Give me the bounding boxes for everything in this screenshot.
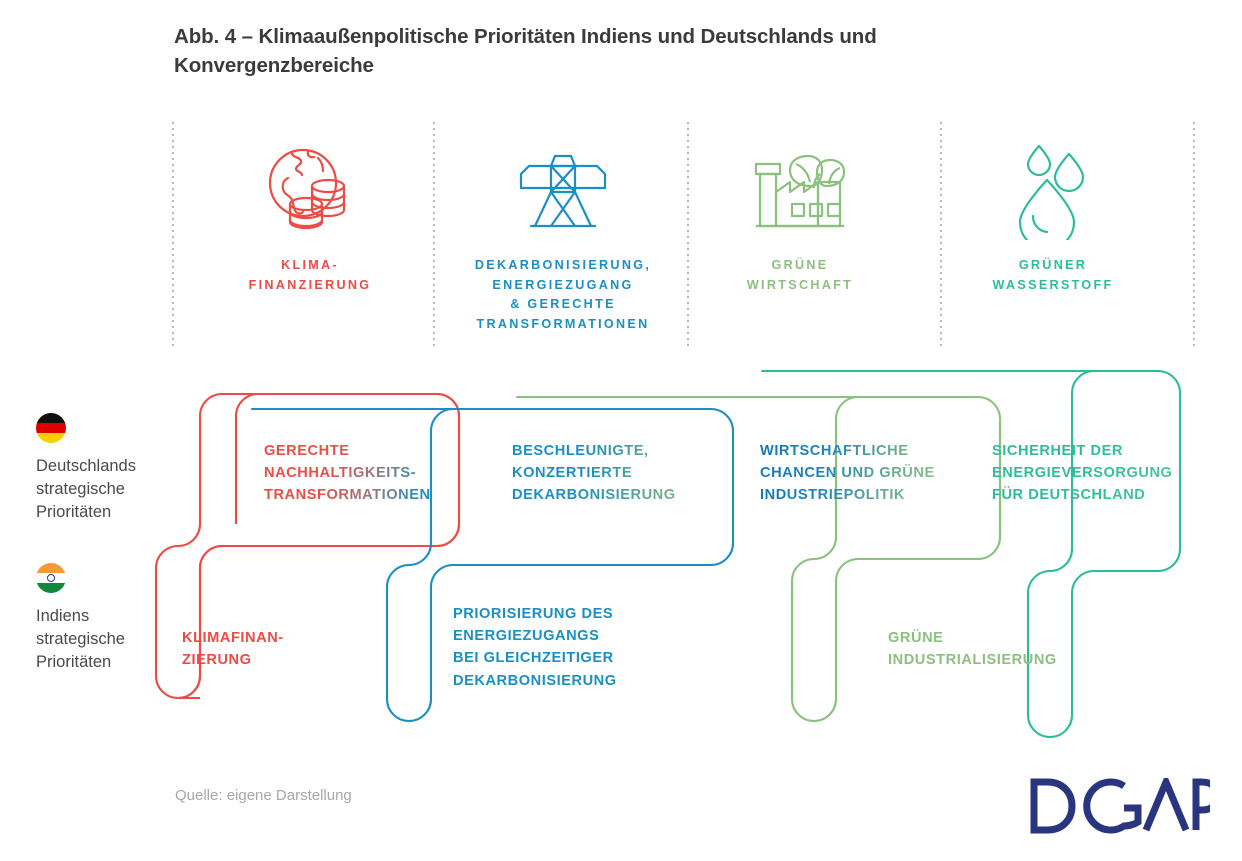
page-title: Abb. 4 – Klimaaußenpolitische Prioritäte… xyxy=(174,25,877,78)
water-drops-icon xyxy=(938,140,1168,240)
row-label-india: Indiens strategische Prioritäten xyxy=(36,563,186,673)
column-divider-3 xyxy=(687,122,689,349)
india-priority-1: KLIMAFINAN- ZIERUNG xyxy=(182,630,284,669)
power-pylon-icon xyxy=(448,140,678,240)
row-label-germany: Deutschlands strategische Prioritäten xyxy=(36,413,186,523)
germany-priority-3: WIRTSCHAFTLICHE CHANCEN UND GRÜNE INDUST… xyxy=(760,440,970,507)
column-divider-2 xyxy=(433,122,435,349)
column-caption: KLIMA- FINANZIERUNG xyxy=(248,258,372,292)
column-divider-4 xyxy=(940,122,942,349)
row-label-text: Indiens strategische Prioritäten xyxy=(36,607,125,671)
pod-outline-teal xyxy=(760,369,1182,739)
column-divider-5 xyxy=(1193,122,1195,349)
source-note: Quelle: eigene Darstellung xyxy=(175,787,352,804)
germany-flag-icon xyxy=(36,413,66,443)
germany-priority-1: GERECHTE NACHHALTIGKEITS- TRANSFORMATION… xyxy=(264,440,464,507)
globe-coins-icon xyxy=(195,140,425,240)
germany-priority-2: BESCHLEUNIGTE, KONZERTIERTE DEKARBONISIE… xyxy=(512,440,727,507)
column-gruener-wasserstoff: GRÜNER WASSERSTOFF xyxy=(938,140,1168,295)
column-klimafinanzierung: KLIMA- FINANZIERUNG xyxy=(195,140,425,295)
dgap-logo xyxy=(1028,772,1222,839)
row-label-text: Deutschlands strategische Prioritäten xyxy=(36,457,136,521)
column-caption: GRÜNER WASSERSTOFF xyxy=(992,258,1114,292)
column-divider-1 xyxy=(172,122,174,349)
column-caption: GRÜNE WIRTSCHAFT xyxy=(746,258,854,292)
column-gruene-wirtschaft: GRÜNE WIRTSCHAFT xyxy=(685,140,915,295)
india-priority-3: GRÜNE INDUSTRIALISIERUNG xyxy=(888,630,1057,669)
india-flag-icon xyxy=(36,563,66,593)
germany-priority-4: SICHERHEIT DER ENERGIEVERSORGUNG FÜR DEU… xyxy=(992,440,1197,507)
column-dekarbonisierung: DEKARBONISIERUNG, ENERGIEZUGANG & GERECH… xyxy=(448,140,678,334)
india-priority-2: PRIORISIERUNG DES ENERGIEZUGANGS BEI GLE… xyxy=(453,606,617,689)
column-caption: DEKARBONISIERUNG, ENERGIEZUGANG & GERECH… xyxy=(474,258,652,331)
factory-leaf-icon xyxy=(685,140,915,240)
